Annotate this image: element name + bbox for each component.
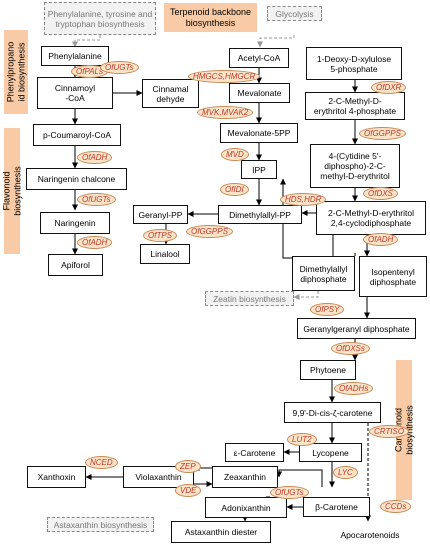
compound-isopentenyl-diphosphate: Isopentenyl diphosphate [359,256,427,297]
enzyme-ofggpps-1: OfGGPPS [186,225,233,238]
enzyme-lut2: LUT2 [287,433,317,446]
enzyme-ofdxs: OfDXS [363,187,398,200]
external-zeatin: Zeatin biosynthesis [205,291,294,306]
compound-xanthoxin: Xanthoxin [27,466,86,488]
dashed-arrow-glycolysis [257,35,295,48]
enzyme-zep: ZEP [175,460,201,473]
category-phenylpropanoid: Phenylpropano id biosynthesis [4,30,28,114]
enzyme-hmgcs-hmgcr: HMGCS,HMGCR [188,70,261,83]
compound-ggpp: Geranylgeranyl diphosphate [297,318,416,339]
enzyme-ofggpps-2: OfGGPPS [359,127,406,140]
enzyme-oftps: OfTPS [143,229,178,242]
compound-adonixanthin: Adonixanthin [205,497,287,518]
enzyme-ofadh-3: OfADH [363,233,399,246]
enzyme-ofadh-2: OfADH [77,236,113,249]
compound-dmapp: Dimethylallyl diphosphate [292,256,355,291]
compound-di-cis-zeta-carotene: 9,9'-Di-cis-ζ-carotene [284,402,381,423]
compound-phenylalanine: Phenylalanine [41,46,109,66]
external-astaxanthin: Astaxanthin biosynthesis [47,517,154,532]
compound-p-coumaroyl-coa: p-Coumaroyl-CoA [33,124,121,146]
enzyme-ofadhs: OfADHs [334,382,374,395]
category-terpenoid-backbone: Terpenoid backbone biosynthesis [164,3,257,32]
enzyme-vde: VDE [175,484,202,497]
compound-epsilon-carotene: ε-Carotene [225,443,284,462]
compound-linalool: Linalool [140,244,190,264]
enzyme-ofdxss: OfDXSs [331,342,370,355]
compound-dxp: 1-Deoxy-D-xylulose 5-phosphate [306,47,402,80]
compound-apiforol: Apiforol [48,254,103,276]
external-phenylalanine-pathway: Phenylalanine, tyrosine and tryptophan b… [44,2,156,35]
compound-acetyl-coa: Acetyl-CoA [229,48,289,68]
category-phenylpropanoid-label: Phenylpropano id biosynthesis [5,41,27,103]
enzyme-ccds: CCDs [380,500,412,513]
compound-geranyl-pp: Geranyl-PP [133,205,188,224]
enzyme-mvd: MVD [221,148,249,161]
enzyme-lyc: LYC [333,466,358,479]
compound-zeaxanthin: Zeaxanthin [212,466,278,488]
enzyme-ofidi: OfIDI [220,183,249,196]
compound-apocarotenoids: Apocarotenoids [340,530,400,540]
external-glycolysis: Glycolysis [267,6,322,21]
compound-mep: 2-C-Methyl-D- erythritol 4-phosphate [305,92,405,120]
compound-mevalonate: Mevalonate [229,83,290,103]
compound-naringenin-chalcone: Naringenin chalcone [26,168,127,190]
arrow-beta-zeaxanthin [276,469,323,487]
enzyme-ofugts-2: OfUGTs [77,193,116,206]
enzyme-crtiso: CRTISO [369,425,410,438]
compound-lycopene: Lycopene [299,443,362,462]
compound-astaxanthin-diester: Astaxanthin diester [171,521,271,543]
category-flavonoid-label: Flavonoid biosynthesis [1,166,23,216]
enzyme-ofugts-3: OfUGTs [270,486,309,499]
enzyme-ofugts-1: OfUGTs [100,61,139,74]
compound-dimethylallyl-pp: Dimethylallyl-PP [218,205,302,224]
enzyme-hds-hdr: HDS,HDR [280,193,327,206]
compound-cdp-me: 4-(Cytidine 5'- diphospho)-2-C- methyl-D… [310,144,400,188]
compound-mecpp: 2-C-Methyl-D-erythritol 2,4-cyclodiphosp… [316,201,426,235]
compound-violaxanthin: Violaxanthin [123,466,194,488]
enzyme-ofadh-1: OfADH [77,151,113,164]
enzyme-nced: NCED [85,456,118,469]
compound-beta-carotene: β-Carotene [303,497,370,517]
enzyme-ofpsy: OfPSY [310,303,345,316]
category-flavonoid: Flavonoid biosynthesis [1,128,23,254]
compound-ipp: IPP [241,160,277,179]
compound-mevalonate-5pp: Mevalonate-5PP [220,123,298,143]
enzyme-mvk-mvak2: MVK,MVAK2 [197,106,254,119]
compound-cinnamaldehyde: Cinnamal dehyde [142,79,199,108]
enzyme-ofpals: OfPALs [71,65,108,78]
enzyme-ofdxr: OfDXR [371,81,407,94]
compound-naringenin: Naringenin [40,212,110,234]
dashed-arrow-phenylalanine-source [72,35,101,48]
compound-cinnamoyl-coa: Cinnamoyl -CoA [37,77,113,109]
dashed-arrow-dmapp-zeatin [293,291,319,300]
compound-phytoene: Phytoene [300,360,356,380]
